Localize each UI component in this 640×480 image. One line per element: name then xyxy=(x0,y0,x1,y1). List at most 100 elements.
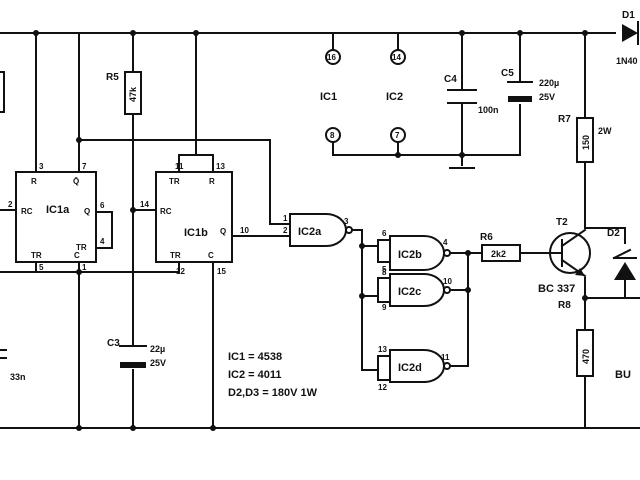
svg-text:25V: 25V xyxy=(539,92,555,102)
svg-text:7: 7 xyxy=(395,131,400,140)
svg-text:R6: R6 xyxy=(480,232,493,243)
resistor-r5: 47k R5 xyxy=(106,71,142,115)
buzzer-label: BU xyxy=(615,369,631,381)
note-ic2: IC2 = 4011 xyxy=(228,369,282,381)
svg-text:R7: R7 xyxy=(558,114,571,125)
ic-notes: IC1 = 4538 IC2 = 4011 D2,D3 = 180V 1W xyxy=(228,351,318,399)
gate-ic2a: IC2a 1 2 3 xyxy=(283,213,353,247)
ic1b-label: IC1b xyxy=(184,227,208,239)
svg-text:14: 14 xyxy=(392,53,401,62)
svg-text:5: 5 xyxy=(382,265,387,274)
transistor-t2: T2 BC 337 xyxy=(538,217,591,295)
resistor-r6: 2k2 R6 xyxy=(480,232,521,262)
svg-text:Q: Q xyxy=(220,227,226,236)
c-left-value: 33n xyxy=(10,372,26,382)
svg-text:D2: D2 xyxy=(607,228,620,239)
svg-text:C: C xyxy=(208,251,214,260)
svg-text:R: R xyxy=(209,177,215,186)
svg-text:T2: T2 xyxy=(556,217,568,228)
diode-d1: D1 1N40 xyxy=(616,10,639,66)
svg-text:TR: TR xyxy=(169,177,180,186)
svg-text:14: 14 xyxy=(140,200,149,209)
svg-text:R5: R5 xyxy=(106,72,119,83)
svg-text:C4: C4 xyxy=(444,74,457,85)
capacitor-c4: C4 100n xyxy=(444,74,499,115)
svg-text:RC: RC xyxy=(160,207,172,216)
svg-text:8: 8 xyxy=(382,268,387,277)
svg-text:5: 5 xyxy=(39,263,44,272)
svg-text:C: C xyxy=(74,251,80,260)
svg-text:25V: 25V xyxy=(150,358,166,368)
svg-text:220µ: 220µ xyxy=(539,78,559,88)
svg-text:IC2d: IC2d xyxy=(398,362,422,374)
svg-text:C5: C5 xyxy=(501,68,514,79)
gate-ic2c: IC2c 8 9 10 xyxy=(382,268,452,312)
svg-text:1: 1 xyxy=(283,214,288,223)
svg-text:12: 12 xyxy=(378,383,387,392)
svg-text:R: R xyxy=(31,177,37,186)
ic1b-chip: IC1b TR R RC Q TR C 11 13 14 10 12 15 xyxy=(140,162,249,276)
d1-ref: D1 xyxy=(622,10,635,21)
resistor-r8: 470 R8 xyxy=(558,300,594,377)
svg-text:13: 13 xyxy=(378,345,387,354)
svg-text:11: 11 xyxy=(175,162,184,171)
svg-text:470: 470 xyxy=(581,349,591,364)
capacitor-left: 33n xyxy=(0,349,26,382)
svg-text:16: 16 xyxy=(327,53,336,62)
ic1-power-label: IC1 xyxy=(320,91,337,103)
svg-text:4: 4 xyxy=(100,237,105,246)
note-diodes: D2,D3 = 180V 1W xyxy=(228,387,318,399)
svg-text:3: 3 xyxy=(39,162,44,171)
wiring xyxy=(0,32,640,429)
left-partial-component xyxy=(0,71,5,113)
capacitor-c5: C5 220µ 25V xyxy=(501,68,559,102)
svg-text:3: 3 xyxy=(344,217,349,226)
gate-ic2b: IC2b 6 5 4 xyxy=(382,229,451,274)
svg-text:2W: 2W xyxy=(598,126,612,136)
svg-text:2: 2 xyxy=(283,226,288,235)
svg-text:22µ: 22µ xyxy=(150,344,165,354)
diode-d2: D2 xyxy=(607,228,637,280)
svg-text:TR: TR xyxy=(76,243,87,252)
svg-text:TR: TR xyxy=(170,251,181,260)
svg-text:4: 4 xyxy=(443,238,448,247)
svg-text:47k: 47k xyxy=(128,86,138,102)
svg-text:7: 7 xyxy=(82,162,87,171)
ic1a-label: IC1a xyxy=(46,204,70,216)
svg-text:12: 12 xyxy=(176,267,185,276)
svg-text:11: 11 xyxy=(441,353,450,362)
svg-text:13: 13 xyxy=(216,162,225,171)
svg-text:IC2c: IC2c xyxy=(398,286,421,298)
svg-text:BC 337: BC 337 xyxy=(538,283,575,295)
capacitor-c3: C3 22µ 25V xyxy=(107,338,166,368)
svg-text:TR: TR xyxy=(31,251,42,260)
svg-text:2: 2 xyxy=(8,200,13,209)
svg-text:R8: R8 xyxy=(558,300,571,311)
power-pin-markers: 16 14 8 7 IC1 IC2 xyxy=(320,49,406,143)
gate-ic2d: IC2d 13 12 11 xyxy=(378,345,451,392)
ic2-power-label: IC2 xyxy=(386,91,403,103)
svg-text:6: 6 xyxy=(382,229,387,238)
svg-text:C3: C3 xyxy=(107,338,120,349)
svg-text:RC: RC xyxy=(21,207,33,216)
svg-text:1: 1 xyxy=(82,263,87,272)
svg-text:Q̄: Q̄ xyxy=(73,177,79,186)
svg-text:IC2a: IC2a xyxy=(298,226,322,238)
svg-text:2k2: 2k2 xyxy=(491,249,506,259)
svg-text:8: 8 xyxy=(330,131,335,140)
svg-text:9: 9 xyxy=(382,303,387,312)
svg-text:IC2b: IC2b xyxy=(398,249,422,261)
d1-value: 1N40 xyxy=(616,56,638,66)
svg-text:10: 10 xyxy=(240,226,249,235)
svg-text:6: 6 xyxy=(100,201,105,210)
note-ic1: IC1 = 4538 xyxy=(228,351,282,363)
svg-text:150: 150 xyxy=(581,135,591,150)
svg-text:15: 15 xyxy=(217,267,226,276)
svg-text:100n: 100n xyxy=(478,105,499,115)
junction-dots xyxy=(33,30,588,431)
svg-text:Q: Q xyxy=(84,207,90,216)
resistor-r7: 150 R7 2W xyxy=(558,114,612,163)
svg-text:10: 10 xyxy=(443,277,452,286)
ic1a-chip: IC1a R Q̄ RC Q TR TR C 3 7 2 6 4 5 1 xyxy=(8,162,105,272)
